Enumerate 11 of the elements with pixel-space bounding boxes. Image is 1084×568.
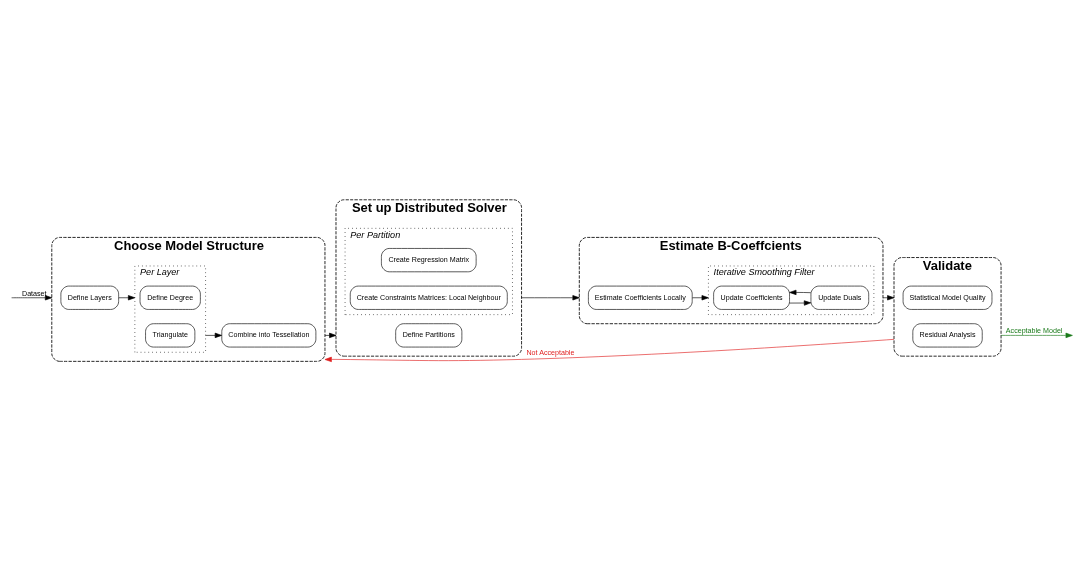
arrow <box>882 294 895 300</box>
arrow <box>324 332 337 338</box>
arrow <box>789 289 812 295</box>
arrow <box>205 332 222 338</box>
arrow <box>692 294 709 300</box>
arrow <box>789 299 812 306</box>
arrow <box>11 294 53 300</box>
arrow <box>324 338 895 362</box>
arrow <box>1000 332 1073 338</box>
arrow <box>118 294 136 300</box>
arrow <box>521 294 580 300</box>
